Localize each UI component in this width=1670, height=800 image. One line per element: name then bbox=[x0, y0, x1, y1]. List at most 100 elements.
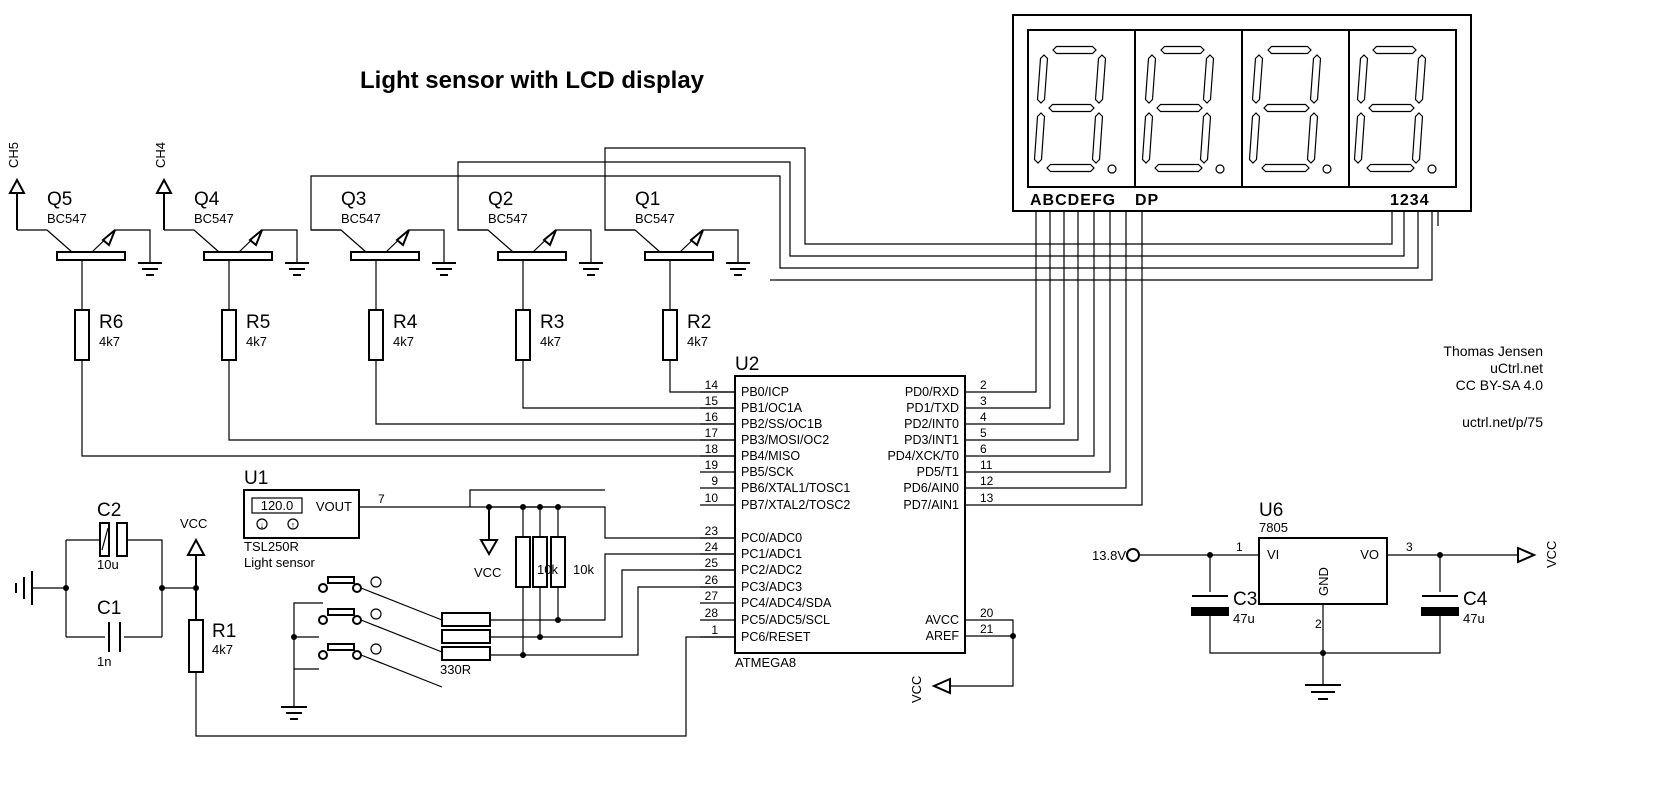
mcu-pin-number: 12 bbox=[980, 474, 994, 488]
mcu-pin-number: 14 bbox=[705, 378, 719, 392]
transistor-type: BC547 bbox=[488, 211, 528, 226]
mcu-body bbox=[734, 375, 966, 654]
mcu-pin-name: PB2/SS/OC1B bbox=[741, 417, 822, 431]
c3-ref: C3 bbox=[1233, 589, 1257, 610]
mcu-pin-name: PB6/XTAL1/TOSC1 bbox=[741, 481, 850, 495]
regulator-pin-gnd: 2 bbox=[1315, 617, 1322, 631]
segment bbox=[1141, 112, 1154, 164]
mcu-pin-number: 25 bbox=[705, 556, 719, 570]
transistor-type: BC547 bbox=[194, 211, 234, 226]
segment bbox=[1052, 45, 1097, 55]
digit-1 bbox=[1033, 45, 1117, 174]
segment bbox=[1248, 112, 1261, 164]
mcu-pin-name: PD3/INT1 bbox=[904, 433, 959, 447]
mcu-pin-name: PD7/AIN1 bbox=[903, 498, 959, 512]
sensor-down-glyph: ↓ bbox=[260, 520, 265, 530]
transistor-array: R64k7Q5BC547R54k7Q4BC547R44k7Q3BC547R34k… bbox=[17, 189, 750, 361]
segment bbox=[1144, 54, 1157, 104]
credit-license: CC BY-SA 4.0 bbox=[1456, 377, 1544, 393]
sensor-reading: 120.0 bbox=[261, 498, 294, 513]
mcu-pin-number: 6 bbox=[980, 442, 987, 456]
transistor-ref: Q2 bbox=[488, 189, 513, 210]
regulator-body bbox=[1258, 537, 1388, 605]
c1-ref: C1 bbox=[97, 598, 121, 619]
mcu-pin-name: PD0/RXD bbox=[905, 385, 959, 399]
segment bbox=[1368, 103, 1415, 113]
button-indicator-icon bbox=[370, 608, 382, 620]
regulator-vo-label: VO bbox=[1360, 547, 1379, 562]
segment bbox=[1154, 163, 1203, 173]
c2-value: 10u bbox=[97, 557, 119, 572]
mcu-pin-number: 13 bbox=[980, 491, 994, 505]
mcu-pin-number: 19 bbox=[705, 458, 719, 472]
decimal-point bbox=[1322, 164, 1332, 174]
digit-4 bbox=[1353, 45, 1437, 174]
segment bbox=[1356, 54, 1369, 104]
c1-value: 1n bbox=[97, 654, 111, 669]
resistor-value: 4k7 bbox=[687, 334, 708, 349]
avcc-vcc-label: VCC bbox=[909, 676, 924, 703]
decimal-point bbox=[1107, 164, 1117, 174]
credit-author: Thomas Jensen bbox=[1443, 343, 1543, 359]
mcu-pin-number: 27 bbox=[705, 589, 719, 603]
resistor-value: 4k7 bbox=[246, 334, 267, 349]
mcu-pin-name: PC0/ADC0 bbox=[741, 531, 802, 545]
mcu-pin-name: PC5/ADC5/SCL bbox=[741, 613, 830, 627]
regulator-pin-out: 3 bbox=[1406, 540, 1413, 554]
mcu-pin-name: PB5/SCK bbox=[741, 465, 794, 479]
mcu-pin-number: 18 bbox=[705, 442, 719, 456]
sensor-desc: Light sensor bbox=[244, 555, 315, 570]
segment bbox=[1091, 112, 1104, 164]
push-button-1 bbox=[318, 576, 443, 621]
mcu-pin-name: PC4/ADC4/SDA bbox=[741, 596, 832, 610]
segment bbox=[1411, 112, 1424, 164]
sensor-down-icon bbox=[256, 518, 268, 530]
segment bbox=[1202, 54, 1215, 104]
sensor-part: TSL250R bbox=[244, 539, 299, 554]
resistor-value: 4k7 bbox=[393, 334, 414, 349]
button-resistors: 330R bbox=[440, 489, 735, 677]
segment bbox=[1353, 112, 1366, 164]
mcu-pin-number: 15 bbox=[705, 394, 719, 408]
credit-site: uCtrl.net bbox=[1490, 360, 1543, 376]
input-voltage: 13.8V bbox=[1092, 548, 1126, 563]
regulator-gnd-label: GND bbox=[1316, 567, 1331, 596]
segment bbox=[1263, 103, 1310, 113]
ch5-output: CH5 bbox=[6, 142, 26, 230]
segment bbox=[1366, 163, 1415, 173]
avcc-wiring: VCC bbox=[909, 619, 1016, 703]
resistor-value: 4k7 bbox=[99, 334, 120, 349]
mcu-pin-number: 26 bbox=[705, 573, 719, 587]
rc-network: C2 10u C1 1n VCC R1 4k7 bbox=[15, 500, 236, 673]
ch4-label: CH4 bbox=[153, 142, 168, 168]
pullup-vcc-label: VCC bbox=[474, 565, 501, 580]
mcu-pin-number: 3 bbox=[980, 394, 987, 408]
mcu-pin-number: 20 bbox=[980, 606, 994, 620]
resistor-r3 bbox=[515, 309, 531, 361]
mcu-pin-name: PB1/OC1A bbox=[741, 401, 803, 415]
digit-3 bbox=[1248, 45, 1332, 174]
decimal-point bbox=[1215, 164, 1225, 174]
resistor-value: 4k7 bbox=[540, 334, 561, 349]
mcu-pin-name: PC1/ADC1 bbox=[741, 547, 802, 561]
transistor-ref: Q3 bbox=[341, 189, 366, 210]
r1-value: 4k7 bbox=[212, 642, 233, 657]
pullup-value-2: 10k bbox=[573, 562, 594, 577]
c3-value: 47u bbox=[1233, 611, 1255, 626]
resistor-r4 bbox=[368, 309, 384, 361]
transistor-ref: Q1 bbox=[635, 189, 660, 210]
mcu-pin-number: 16 bbox=[705, 410, 719, 424]
dp-pin-label: DP bbox=[1135, 192, 1159, 209]
button-ground bbox=[281, 655, 307, 720]
mcu-pin-name: PC3/ADC3 bbox=[741, 580, 802, 594]
segment bbox=[1414, 54, 1427, 104]
decimal-point bbox=[1427, 164, 1437, 174]
base-resistor-wires bbox=[81, 360, 735, 457]
segment bbox=[1199, 112, 1212, 164]
mcu-pin-name: PC6/RESET bbox=[741, 630, 811, 644]
